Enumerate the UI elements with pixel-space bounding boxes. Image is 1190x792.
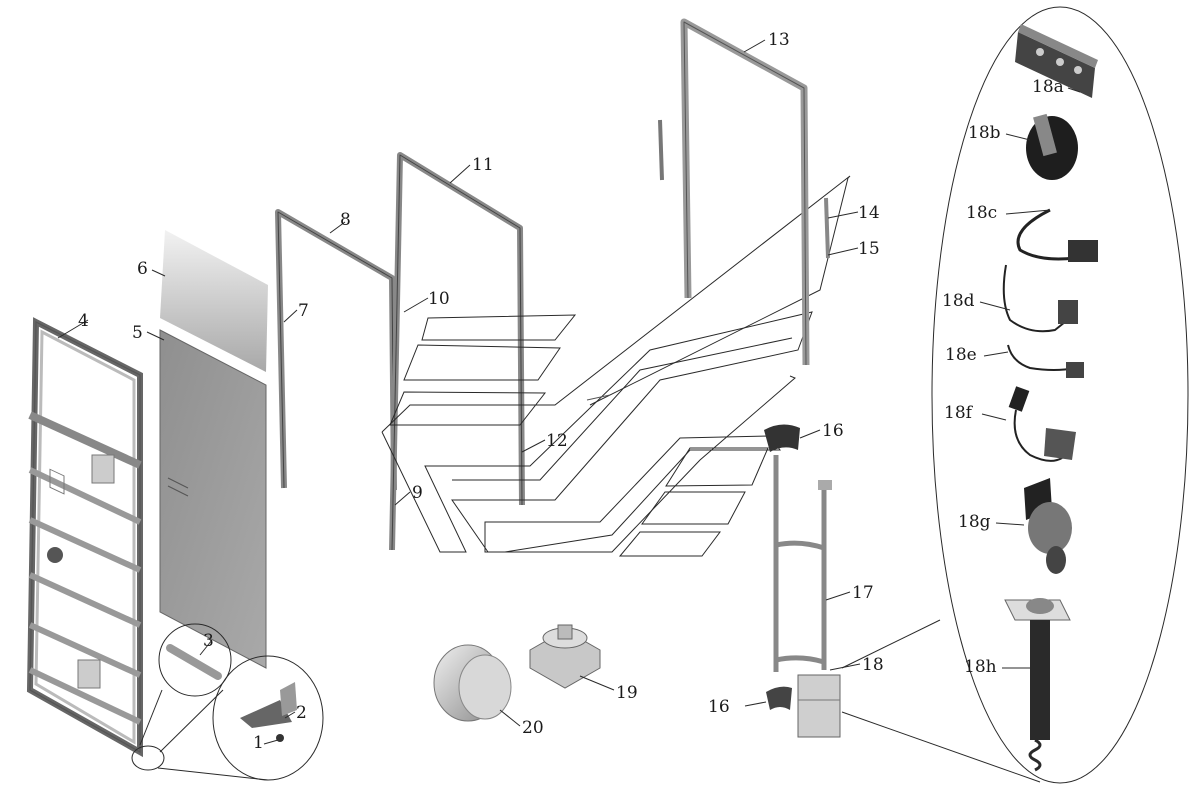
part-13-top-frame xyxy=(658,18,810,366)
callout-18e: 18e xyxy=(945,345,977,365)
callout-18c: 18c xyxy=(966,203,997,223)
callout-8: 8 xyxy=(340,210,351,230)
part-7-8-seal-frame xyxy=(275,209,397,491)
part-14-15-strips xyxy=(824,197,830,259)
part-18h-probe xyxy=(1004,598,1071,772)
callout-18h: 18h xyxy=(964,657,997,677)
callout-20: 20 xyxy=(522,718,544,738)
part-18-housing xyxy=(797,674,841,738)
callout-18a: 18a xyxy=(1032,77,1064,97)
part-18d-wire xyxy=(1002,264,1078,333)
part-18c-wire xyxy=(1016,208,1098,262)
part-18b-knob xyxy=(1026,113,1078,180)
part-6-glass xyxy=(160,230,268,372)
callout-18g: 18g xyxy=(958,512,991,532)
part-20-knob xyxy=(433,644,512,722)
callout-18: 18 xyxy=(862,655,884,675)
callout-18f: 18f xyxy=(944,403,974,423)
part-4-door-frame xyxy=(26,317,143,758)
part-18e-wire xyxy=(1007,344,1084,378)
callout-3: 3 xyxy=(203,631,214,651)
part-18g-fitting xyxy=(1024,478,1072,574)
callout-17: 17 xyxy=(852,583,874,603)
callout-12: 12 xyxy=(546,431,568,451)
callout-labels: 1 2 3 4 5 6 7 8 9 10 11 12 13 14 15 16 1… xyxy=(78,30,1064,753)
part-11-gasket-frame xyxy=(389,152,525,551)
callout-1: 1 xyxy=(253,733,264,753)
callout-18b: 18b xyxy=(968,123,1001,143)
callout-6: 6 xyxy=(137,259,148,279)
callout-14: 14 xyxy=(858,203,880,223)
part-18f-cable xyxy=(1008,386,1076,462)
callout-18d: 18d xyxy=(942,291,975,311)
callout-19: 19 xyxy=(616,683,638,703)
detail-oval-part-18 xyxy=(841,6,1189,784)
callout-5: 5 xyxy=(132,323,143,343)
detail-circle-part-1-2 xyxy=(131,655,324,781)
detail-circle-part-3 xyxy=(139,623,232,746)
callout-11: 11 xyxy=(472,155,494,175)
part-16-clip-top xyxy=(764,424,800,452)
callout-13: 13 xyxy=(768,30,790,50)
callout-9: 9 xyxy=(412,483,423,503)
leader-lines xyxy=(57,39,1081,745)
part-19-thermostat xyxy=(529,624,601,689)
part-16-clip-bottom xyxy=(766,686,792,710)
part-9-12-shelves xyxy=(381,175,851,557)
part-17-hinge-rod xyxy=(773,455,832,672)
part-18a-terminal-block xyxy=(1015,24,1098,98)
callout-16-top: 16 xyxy=(822,421,844,441)
callout-7: 7 xyxy=(298,301,309,321)
callout-4: 4 xyxy=(78,311,89,331)
callout-16-bottom: 16 xyxy=(708,697,730,717)
part-5-panel xyxy=(159,329,267,669)
callout-2: 2 xyxy=(296,703,307,723)
callout-10: 10 xyxy=(428,289,450,309)
callout-15: 15 xyxy=(858,239,880,259)
